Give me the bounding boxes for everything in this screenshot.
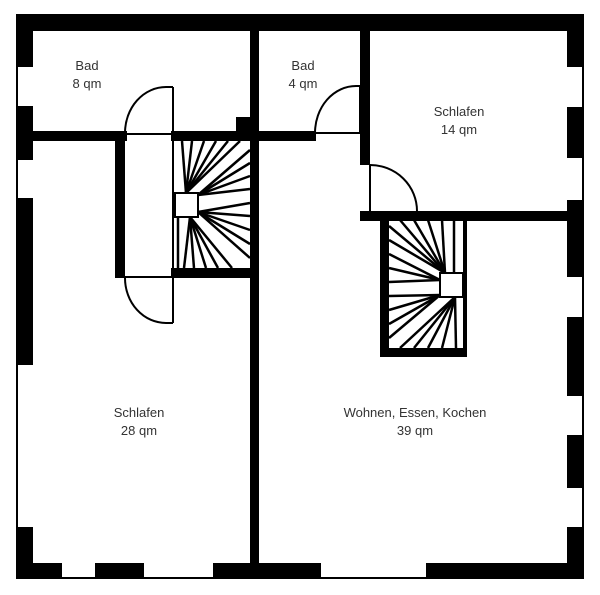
- stair-step: [412, 219, 447, 274]
- stair-newel: [174, 192, 199, 218]
- stair-step: [185, 140, 229, 194]
- door-swing-arc: [124, 277, 173, 324]
- stair-step: [399, 219, 446, 274]
- stair-step: [388, 293, 441, 298]
- stair-newel: [439, 272, 464, 298]
- outer-wall-left: [16, 198, 33, 365]
- stair-step: [180, 140, 188, 194]
- outer-wall-right: [567, 435, 584, 488]
- staircase-left: [174, 140, 251, 269]
- room-name: Schlafen: [434, 104, 485, 119]
- wall-bad-bottom: [171, 131, 316, 141]
- stair-step: [197, 210, 251, 246]
- stair-step: [184, 140, 194, 194]
- window-line-right: [582, 14, 584, 579]
- stair-step: [188, 216, 196, 269]
- stair-step: [388, 225, 446, 274]
- room-name: Wohnen, Essen, Kochen: [344, 405, 487, 420]
- wall-stair-bottom: [171, 268, 253, 278]
- stair-step: [440, 296, 457, 349]
- room-schlafen-28: Schlafen 28 qm: [114, 405, 165, 438]
- stair-step: [182, 216, 192, 269]
- stair-step: [388, 293, 441, 326]
- wall-corridor: [115, 137, 125, 278]
- stair-frame: [380, 220, 389, 357]
- outer-wall-top: [16, 14, 584, 31]
- stair-step: [188, 216, 220, 269]
- outer-wall-left: [16, 14, 33, 67]
- stair-step: [388, 252, 441, 282]
- stair-step: [184, 140, 218, 194]
- door-schlafen-14[interactable]: [369, 164, 418, 212]
- room-area: 8 qm: [73, 76, 102, 91]
- outer-wall-bottom: [95, 563, 144, 579]
- outer-wall-right: [567, 107, 584, 158]
- stair-step: [426, 219, 447, 274]
- room-schlafen-14: Schlafen 14 qm: [434, 104, 485, 137]
- stair-step: [188, 216, 208, 269]
- stair-step: [388, 266, 441, 282]
- outer-wall-right: [567, 317, 584, 396]
- walls: [16, 14, 584, 579]
- outer-wall-right: [567, 14, 584, 67]
- stair-step: [184, 140, 206, 194]
- stair-step: [440, 219, 447, 274]
- stair-frame: [463, 220, 467, 357]
- door-bad-8[interactable]: [124, 86, 174, 134]
- stair-step: [399, 296, 456, 349]
- door-swing-arc: [124, 86, 173, 134]
- stair-frame: [380, 348, 467, 357]
- room-bad-8: Bad 8 qm: [73, 58, 102, 91]
- stair-step: [197, 174, 251, 197]
- door-schlafen-28[interactable]: [124, 277, 174, 324]
- stair-step: [388, 238, 446, 275]
- stair-step: [197, 210, 251, 218]
- room-name: Bad: [75, 58, 98, 73]
- stair-step: [197, 187, 251, 197]
- outer-wall-bottom: [16, 563, 62, 579]
- stair-step: [189, 216, 233, 269]
- wall-schlafen-bottom: [360, 211, 567, 221]
- outer-wall-bottom: [426, 563, 584, 579]
- wall-pillar: [236, 117, 250, 133]
- stair-step: [197, 211, 251, 259]
- room-name: Schlafen: [114, 405, 165, 420]
- stair-step: [197, 149, 251, 196]
- room-wohnen: Wohnen, Essen, Kochen 39 qm: [344, 405, 487, 438]
- stair-step: [388, 293, 441, 312]
- outer-wall-left: [16, 106, 33, 160]
- stair-step: [197, 161, 251, 197]
- door-swing-arc: [314, 85, 360, 134]
- room-area: 14 qm: [441, 122, 477, 137]
- door-swing-arc: [369, 164, 418, 212]
- outer-wall-bottom: [213, 563, 321, 579]
- stair-step: [388, 294, 441, 339]
- stair-step: [388, 278, 441, 284]
- outer-wall-right: [567, 200, 584, 277]
- stair-step: [453, 296, 458, 349]
- window-line-bottom: [16, 577, 584, 579]
- stair-step: [197, 210, 251, 232]
- room-name: Bad: [291, 58, 314, 73]
- wall-schlafen-left: [360, 31, 370, 165]
- room-area: 39 qm: [397, 423, 433, 438]
- stair-step: [197, 201, 251, 214]
- stair-step: [426, 296, 457, 349]
- room-area: 4 qm: [289, 76, 318, 91]
- room-bad-4: Bad 4 qm: [289, 58, 318, 91]
- room-area: 28 qm: [121, 423, 157, 438]
- stair-step: [413, 296, 456, 349]
- stair-step: [185, 140, 241, 194]
- wall-bad-left-bottom: [33, 131, 127, 141]
- door-bad-4[interactable]: [314, 85, 361, 134]
- window-line-left: [16, 14, 18, 579]
- staircase-right: [388, 219, 464, 349]
- wall-center: [250, 31, 259, 565]
